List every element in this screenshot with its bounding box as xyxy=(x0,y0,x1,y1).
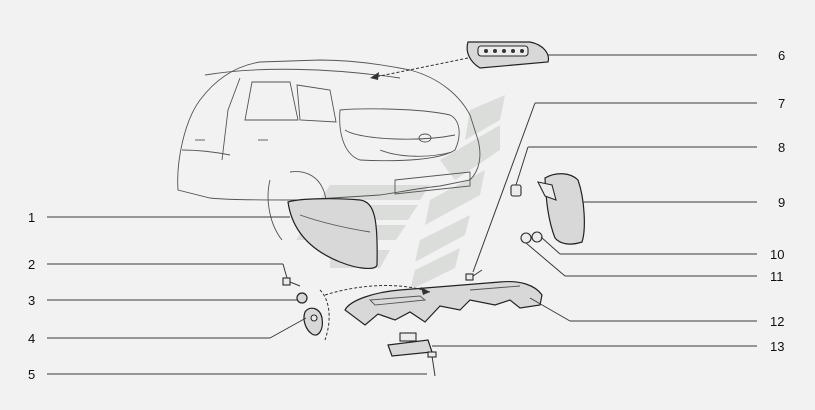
license-plate-lamp xyxy=(387,332,433,357)
arrow-to-roof xyxy=(369,57,469,79)
grommet xyxy=(296,292,308,304)
arrow-bracket xyxy=(324,285,431,296)
callout-1: 1 xyxy=(28,210,35,225)
callout-6: 6 xyxy=(778,48,785,63)
callout-7: 7 xyxy=(778,96,785,111)
callout-12: 12 xyxy=(770,314,784,329)
clip xyxy=(303,307,323,336)
callout-11: 11 xyxy=(770,269,784,284)
nut xyxy=(510,184,522,197)
callout-5: 5 xyxy=(28,367,35,382)
long-screw xyxy=(427,351,437,377)
side-marker-lamp xyxy=(536,173,585,245)
callout-13: 13 xyxy=(770,339,784,354)
screw-upper xyxy=(465,269,483,281)
callout-10: 10 xyxy=(770,247,784,262)
callout-9: 9 xyxy=(778,195,785,210)
washer xyxy=(520,232,532,244)
bracket xyxy=(344,280,543,326)
gasket xyxy=(531,231,543,243)
leader-lines xyxy=(47,54,757,375)
callout-8: 8 xyxy=(778,140,785,155)
tail-lamp xyxy=(287,198,378,269)
watermark-logo xyxy=(296,95,505,290)
arrow-arc xyxy=(319,289,330,341)
callout-4: 4 xyxy=(28,331,35,346)
callout-3: 3 xyxy=(28,293,35,308)
bolt xyxy=(282,277,301,287)
callout-2: 2 xyxy=(28,257,35,272)
high-mount-brake-light xyxy=(466,41,550,69)
